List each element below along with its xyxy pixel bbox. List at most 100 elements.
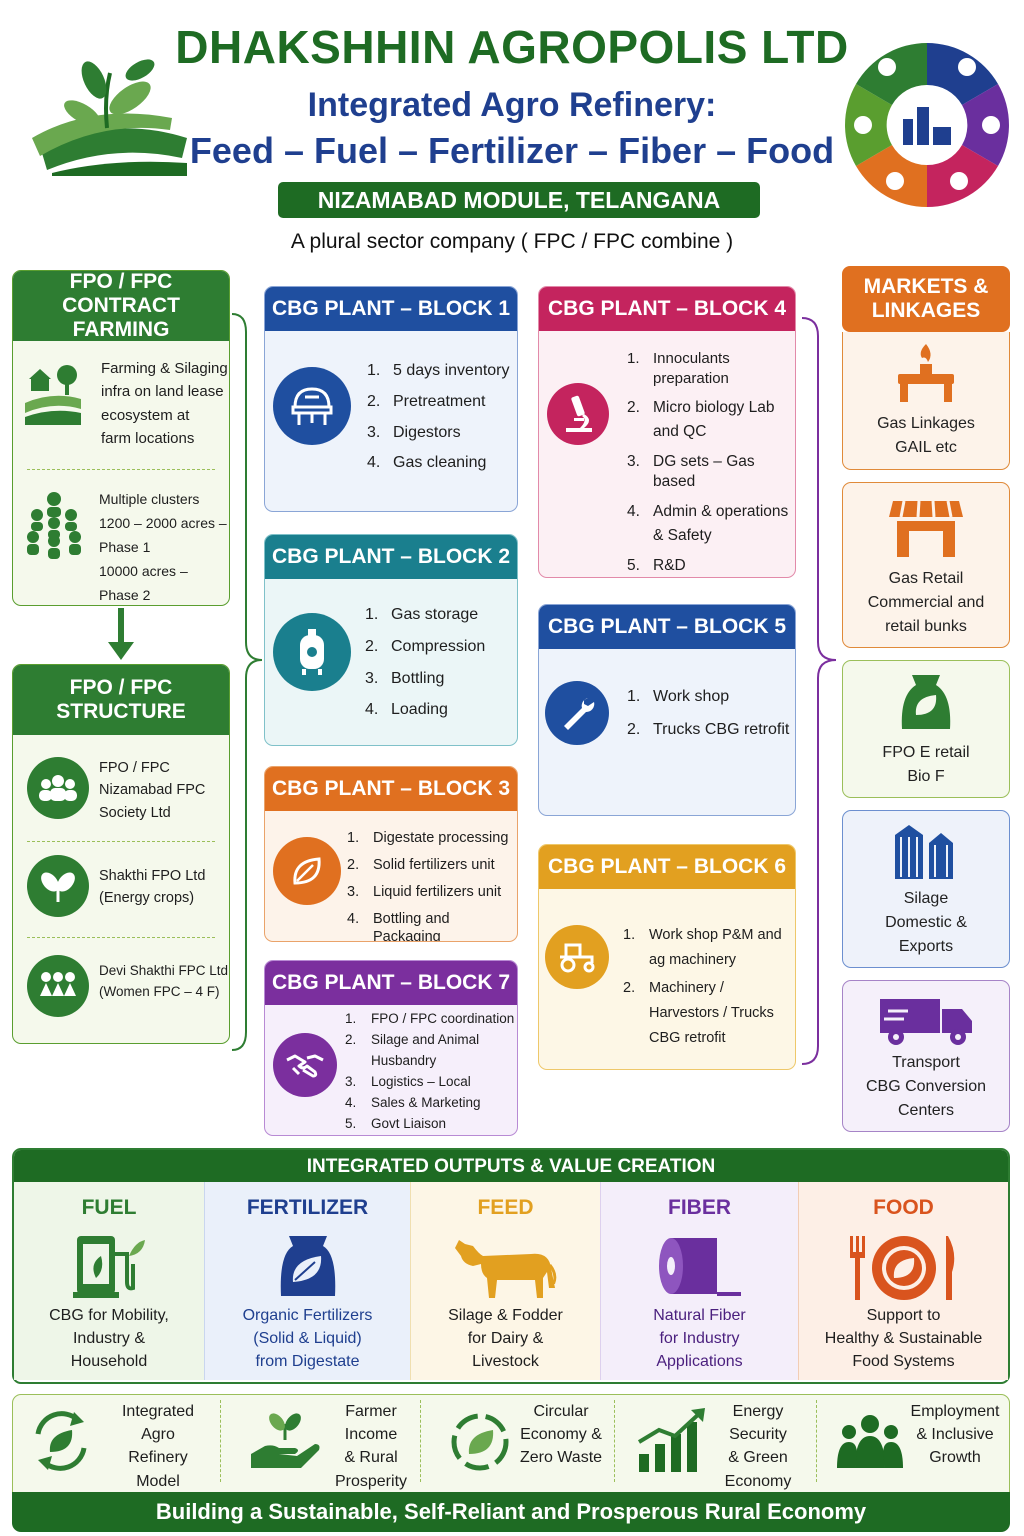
item-text: Solid fertilizers unit	[373, 856, 495, 873]
header-line: FPO / FPC	[69, 270, 173, 293]
circular-icon	[447, 1410, 513, 1479]
divider	[27, 469, 215, 470]
text-line: Silage	[903, 890, 949, 907]
text-line: & Green	[728, 1449, 788, 1467]
list-item: 1.5 days inventory	[367, 361, 510, 382]
text-line: (Solid & Liquid)	[253, 1330, 362, 1348]
list-item: 3.DG sets – Gas based	[627, 452, 791, 492]
output-fertilizer: FERTILIZER Organic Fertilizers(Solid & L…	[204, 1182, 410, 1380]
item-text: Silage and Animal Husbandry	[371, 1031, 480, 1068]
text-line: Domestic &	[885, 914, 967, 931]
plate-icon	[844, 1234, 964, 1307]
block-2-card: CBG PLANT – BLOCK 2 1.Gas storage 2.Comp…	[264, 534, 518, 746]
text-line: Economy &	[520, 1426, 602, 1444]
text-line: Healthy & Sustainable	[824, 1330, 983, 1348]
text-line: Exports	[898, 938, 954, 955]
list-item: 2.Pretreatment	[367, 392, 510, 413]
block-5-card: CBG PLANT – BLOCK 5 1.Work shop 2.Trucks…	[538, 604, 796, 816]
divider	[27, 937, 215, 938]
list-item: 2.Trucks CBG retrofit	[627, 720, 789, 741]
block-5-list: 1.Work shop 2.Trucks CBG retrofit	[627, 687, 789, 741]
block-4-list: 1.Innoculants preparation 2.Micro biolog…	[627, 349, 791, 576]
farm-icon	[25, 363, 81, 434]
truck-icon	[878, 993, 974, 1054]
text-line: 10000 acres – Phase 2	[99, 563, 188, 604]
text-line: Gas Retail	[888, 570, 964, 587]
list-item: 3.Liquid fertilizers unit	[347, 883, 502, 900]
list-item: 4.Bottling and Packaging	[347, 910, 517, 942]
output-label: FERTILIZER	[246, 1196, 369, 1219]
gas-pipeline-icon	[894, 342, 958, 409]
list-item: 2.Compression	[365, 637, 485, 658]
block-4-card: CBG PLANT – BLOCK 4 1.Innoculants prepar…	[538, 286, 796, 578]
text-line: Centers	[897, 1102, 955, 1119]
block-7-card: CBG PLANT – BLOCK 7 1.FPO / FPC coordina…	[264, 960, 518, 1136]
item-text: Digestate processing	[373, 830, 509, 846]
text-line: (Women FPC – 4 F)	[99, 983, 220, 999]
bag-icon	[898, 671, 954, 738]
list-item: 1.Work shop	[627, 687, 789, 708]
text-line: Transport	[892, 1054, 960, 1071]
block-3-list: 1.Digestate processing 2.Solid fertilize…	[347, 829, 517, 942]
block-4-title: CBG PLANT – BLOCK 4	[539, 287, 795, 331]
silo-icon	[889, 821, 963, 886]
block-6-list: 1.Work shop P&M and ag machinery 2.Machi…	[623, 923, 789, 1050]
text-line: Devi Shakthi FPC Ltd	[99, 963, 229, 978]
block-6-title: CBG PLANT – BLOCK 6	[539, 845, 795, 889]
item-text: Bottling and Packaging	[373, 910, 450, 942]
arrow-down-icon	[108, 608, 134, 665]
item-text: FPO / FPC coordination	[371, 1011, 515, 1026]
text-line: Farmer Income	[344, 1403, 398, 1444]
item-text: Innoculants preparation	[653, 350, 730, 387]
text-line: Support to	[866, 1307, 941, 1324]
list-item: 1.Work shop P&M and ag machinery	[623, 923, 789, 972]
cow-icon	[451, 1234, 561, 1305]
list-item: 3.Digestors	[367, 423, 510, 444]
text-line: Commercial and	[867, 594, 985, 611]
text-line: Food Systems	[852, 1353, 955, 1371]
list-item: 4.Loading	[365, 700, 485, 721]
header-line: MARKETS &	[863, 274, 989, 298]
text-line: Integrated	[121, 1403, 195, 1420]
list-item: 2.Silage and Animal Husbandry	[345, 1030, 495, 1072]
list-item: 1.Digestate processing	[347, 830, 509, 846]
text-line: Nizamabad FPC	[99, 782, 206, 799]
item-text: Machinery / Harvestors / Trucks CBG retr…	[649, 980, 774, 1046]
list-item: 5.R&D	[627, 556, 791, 576]
text-line: Farming & Silaging	[101, 360, 228, 377]
text-line: Economy	[724, 1472, 792, 1490]
text-line: Energy Security	[729, 1403, 787, 1444]
fpo-structure-panel: FPO / FPC STRUCTURE FPO / FPC Nizamabad …	[12, 664, 230, 1044]
gas-tank-icon	[273, 613, 351, 691]
contract-item-2: Multiple clusters 1200 – 2000 acres – Ph…	[99, 487, 229, 605]
list-item: 1.Innoculants preparation	[627, 349, 791, 388]
group-icon	[27, 757, 89, 819]
item-text: R&D	[653, 557, 686, 575]
text-line: Silage & Fodder	[448, 1307, 563, 1324]
text-line: Growth	[929, 1449, 981, 1467]
item-text: Sales & Marketing	[371, 1094, 481, 1110]
block-3-card: CBG PLANT – BLOCK 3 1.Digestate processi…	[264, 766, 518, 942]
output-label: FUEL	[81, 1196, 137, 1219]
item-text: Bottling	[391, 669, 445, 687]
block-1-title: CBG PLANT – BLOCK 1	[265, 287, 517, 331]
recycle-leaf-icon	[28, 1408, 94, 1479]
item-text: Compression	[391, 637, 486, 655]
sector-wheel-icon	[842, 40, 1012, 215]
block-7-title: CBG PLANT – BLOCK 7	[265, 961, 517, 1005]
item-text: Digestors	[393, 423, 461, 441]
list-item: 3.Bottling	[365, 669, 485, 690]
text-line: Shakthi FPO Ltd	[99, 868, 206, 884]
structure-item-3: Devi Shakthi FPC Ltd (Women FPC – 4 F)	[99, 961, 228, 1003]
microscope-icon	[547, 383, 609, 445]
list-item: 4.Admin & operations & Safety	[627, 500, 791, 548]
item-text: Gas cleaning	[393, 454, 487, 472]
left-brace-icon	[230, 312, 264, 1057]
